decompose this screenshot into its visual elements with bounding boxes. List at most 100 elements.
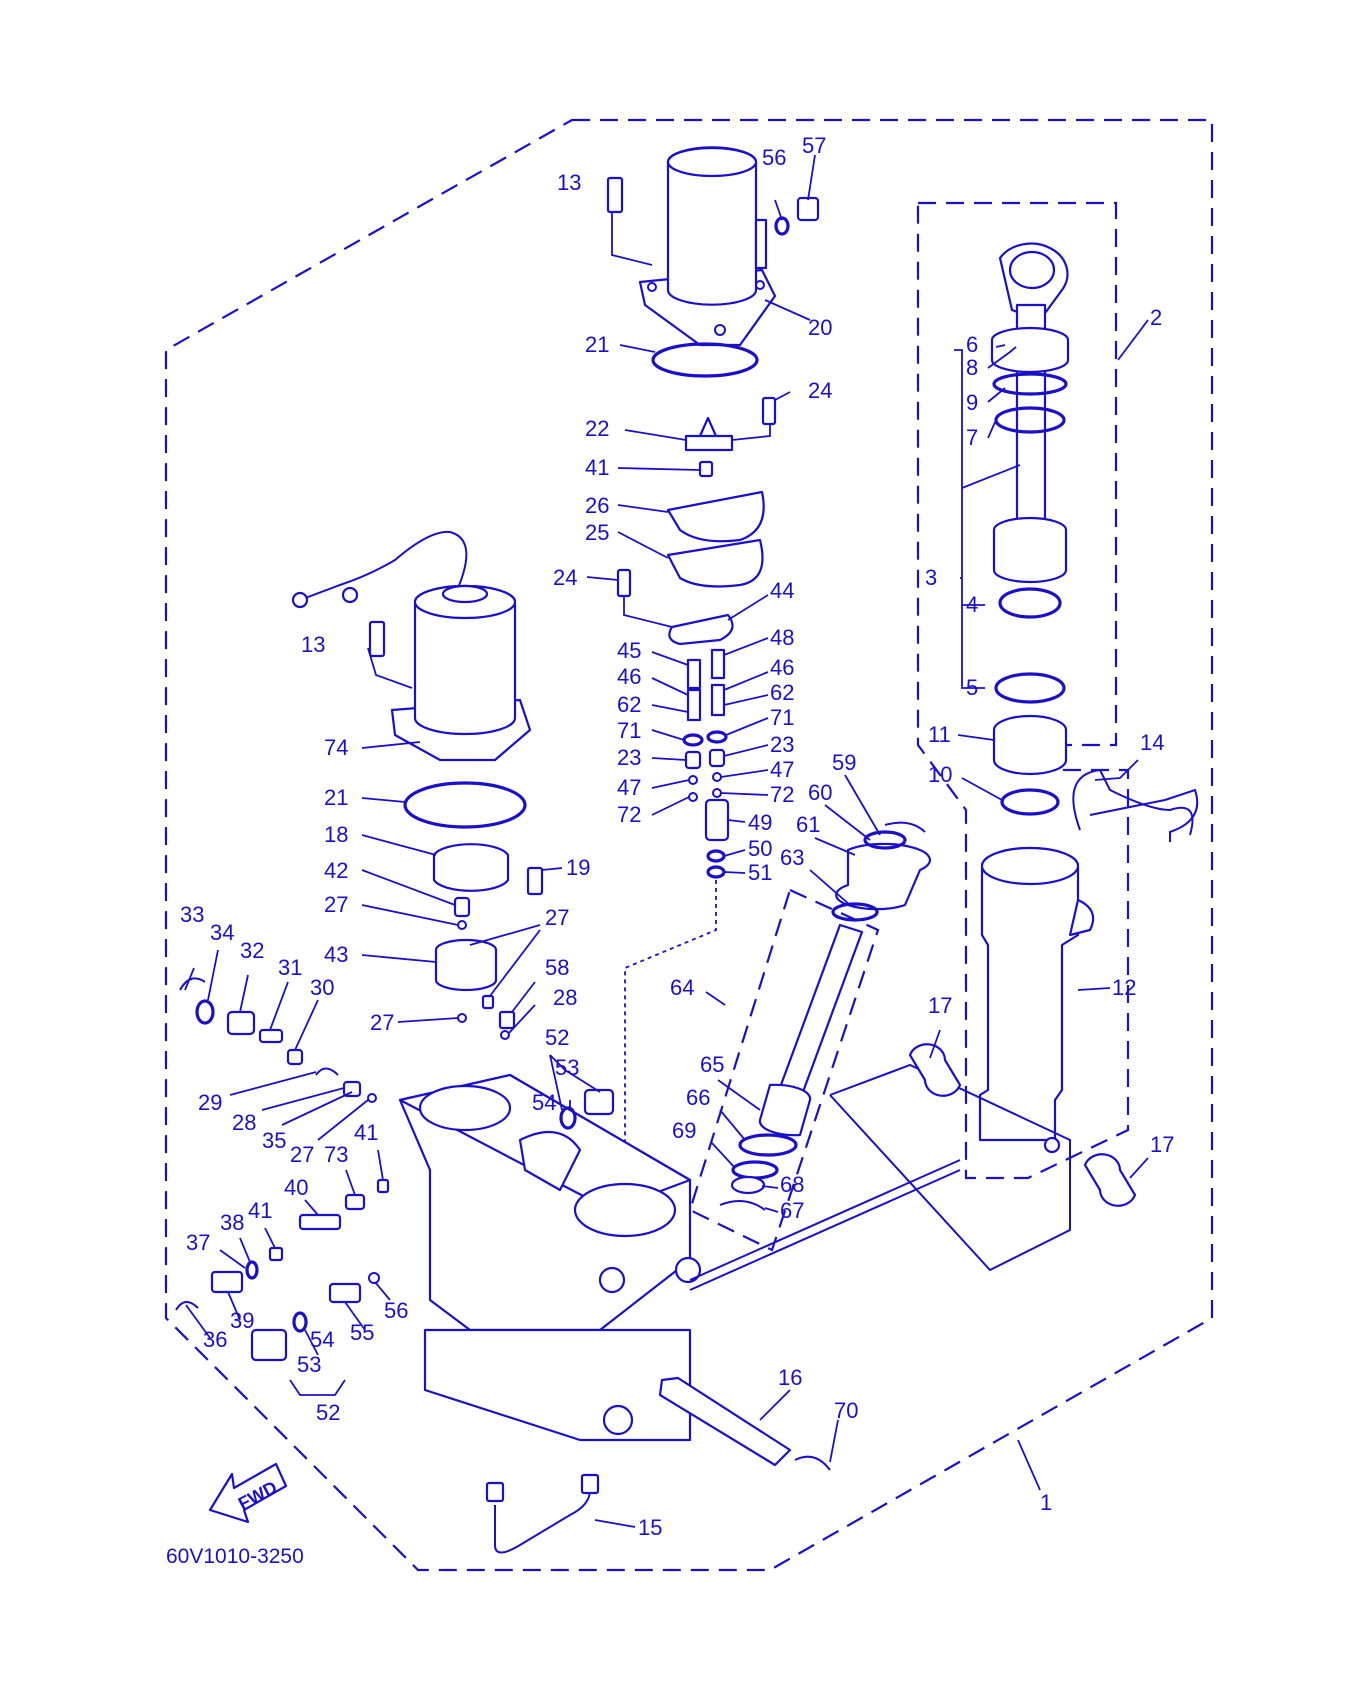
callout-58: 58 bbox=[545, 955, 569, 980]
callout-5: 5 bbox=[966, 675, 978, 700]
callout-39: 39 bbox=[230, 1308, 254, 1333]
callout-57: 57 bbox=[802, 133, 826, 158]
plug-32 bbox=[226, 1010, 256, 1036]
leader-62b bbox=[723, 694, 769, 706]
plug-52-lower bbox=[250, 1328, 288, 1362]
filter-58 bbox=[498, 1010, 516, 1030]
leader-26 bbox=[617, 504, 669, 513]
callout-23-left: 23 bbox=[617, 745, 641, 770]
callout-3: 3 bbox=[925, 565, 937, 590]
leader-4 bbox=[961, 488, 985, 606]
bolt-13-lower bbox=[368, 620, 386, 658]
callout-48: 48 bbox=[770, 625, 794, 650]
callout-27-a: 27 bbox=[324, 892, 348, 917]
leader-11 bbox=[957, 734, 995, 741]
wire-terminal-2 bbox=[341, 586, 359, 604]
callout-13-lower: 13 bbox=[301, 632, 325, 657]
housing-pin-hole-1 bbox=[598, 1266, 626, 1294]
gasket-25 bbox=[666, 538, 764, 588]
callout-53-upper: 53 bbox=[555, 1055, 579, 1080]
leader-20 bbox=[764, 299, 811, 321]
wire-terminal-1 bbox=[291, 591, 309, 609]
circlip-59 bbox=[884, 821, 926, 833]
leader-27a bbox=[361, 904, 459, 926]
leader-17b bbox=[1129, 1157, 1149, 1179]
bolt-24-upper bbox=[761, 396, 777, 426]
callout-28-b: 28 bbox=[232, 1110, 256, 1135]
callout-68: 68 bbox=[780, 1172, 804, 1197]
valve-68 bbox=[730, 1175, 766, 1195]
callout-49: 49 bbox=[748, 810, 772, 835]
leader-72b bbox=[720, 792, 769, 796]
callout-63: 63 bbox=[780, 845, 804, 870]
pin-41-mid bbox=[376, 1178, 390, 1194]
oring-69 bbox=[731, 1160, 779, 1180]
leader-71a bbox=[651, 729, 685, 741]
callout-72-left: 72 bbox=[617, 802, 641, 827]
leader-41b bbox=[377, 1149, 384, 1181]
valve-stack bbox=[624, 648, 730, 1180]
circlip-67 bbox=[719, 1200, 766, 1211]
oring-50 bbox=[706, 849, 726, 863]
guide-11 bbox=[992, 714, 1068, 776]
callout-27-d: 27 bbox=[290, 1142, 314, 1167]
callout-21-upper: 21 bbox=[585, 332, 609, 357]
oring-10 bbox=[1000, 788, 1060, 816]
callout-38: 38 bbox=[220, 1210, 244, 1235]
plate-26 bbox=[666, 490, 765, 543]
callout-22: 22 bbox=[585, 416, 609, 441]
leader-72a bbox=[651, 796, 690, 816]
shaft-group bbox=[485, 1043, 1137, 1554]
seal-9 bbox=[992, 372, 1068, 396]
oring-34 bbox=[195, 999, 215, 1025]
leader-70 bbox=[829, 1419, 839, 1463]
lower-motor-group bbox=[291, 530, 544, 1040]
callout-24-upper: 24 bbox=[808, 378, 832, 403]
leader-45 bbox=[651, 651, 689, 666]
leader-42 bbox=[361, 869, 456, 906]
leader-22-bolt bbox=[731, 424, 771, 441]
main-housing bbox=[398, 1073, 961, 1442]
manual-valve-rod bbox=[689, 1159, 961, 1281]
callout-31: 31 bbox=[278, 955, 302, 980]
leader-27c bbox=[489, 929, 541, 997]
leader-34 bbox=[207, 949, 219, 1001]
callout-70: 70 bbox=[834, 1398, 858, 1423]
leader-41c bbox=[264, 1227, 276, 1249]
leader-61 bbox=[814, 837, 856, 856]
shaft-16 bbox=[658, 1376, 792, 1467]
callout-71-left: 71 bbox=[617, 718, 641, 743]
callout-15: 15 bbox=[638, 1515, 662, 1540]
housing-base bbox=[423, 1328, 692, 1442]
leader-12 bbox=[1077, 987, 1111, 991]
housing-valve-bore bbox=[573, 1182, 677, 1238]
forward-arrow: FWD bbox=[208, 1462, 288, 1524]
callout-71-right: 71 bbox=[770, 705, 794, 730]
callout-27-b: 27 bbox=[545, 905, 569, 930]
leader-64 bbox=[705, 991, 726, 1006]
callout-74: 74 bbox=[324, 735, 348, 760]
bolt-24-lower bbox=[616, 568, 632, 598]
leader-46b bbox=[723, 671, 769, 691]
callout-25: 25 bbox=[585, 520, 609, 545]
callout-40: 40 bbox=[284, 1175, 308, 1200]
callout-32: 32 bbox=[240, 938, 264, 963]
leader-49 bbox=[727, 819, 746, 823]
oring-56-upper bbox=[774, 216, 790, 236]
leader-9 bbox=[987, 387, 1006, 403]
leader-44 bbox=[727, 594, 769, 621]
callout-2: 2 bbox=[1150, 305, 1162, 330]
leader-23b bbox=[723, 744, 769, 757]
leader-7 bbox=[987, 419, 997, 439]
leader-15 bbox=[594, 1519, 636, 1528]
callout-23-right: 23 bbox=[770, 732, 794, 757]
housing-port bbox=[518, 1130, 582, 1192]
upper-motor-side-tab bbox=[754, 218, 768, 270]
ring-18 bbox=[432, 843, 510, 892]
leader-19 bbox=[541, 867, 563, 871]
leader-62a bbox=[651, 704, 689, 713]
callout-29: 29 bbox=[198, 1090, 222, 1115]
manual-valve-rod-2 bbox=[689, 1169, 961, 1291]
circlip-70 bbox=[794, 1455, 831, 1471]
